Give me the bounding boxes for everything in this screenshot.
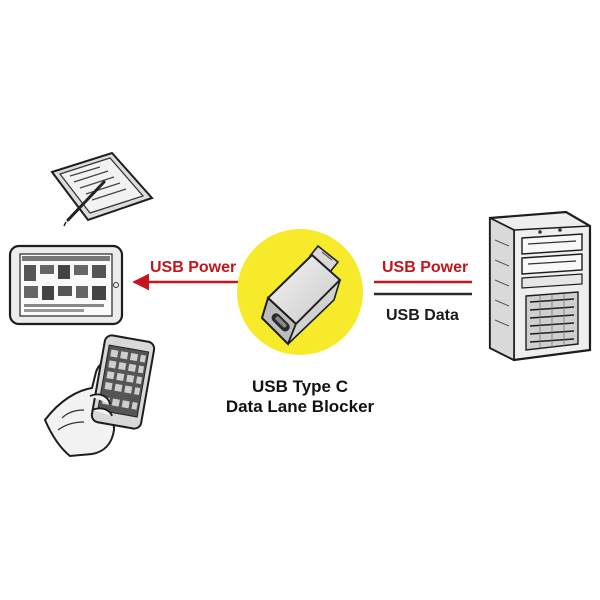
adapter-name-line2: Data Lane Blocker — [226, 397, 375, 416]
smartphone-in-hand-icon — [43, 334, 156, 458]
tablet-with-stylus-icon — [50, 151, 154, 227]
adapter-name-line1: USB Type C — [252, 377, 348, 396]
desktop-pc-tower-icon — [488, 210, 592, 362]
right-usb-power-label: USB Power — [382, 259, 468, 276]
right-usb-data-label: USB Data — [386, 307, 459, 324]
usb-c-adapter-icon — [260, 244, 342, 346]
left-usb-power-label: USB Power — [150, 259, 236, 276]
tablet-icon — [8, 244, 124, 326]
